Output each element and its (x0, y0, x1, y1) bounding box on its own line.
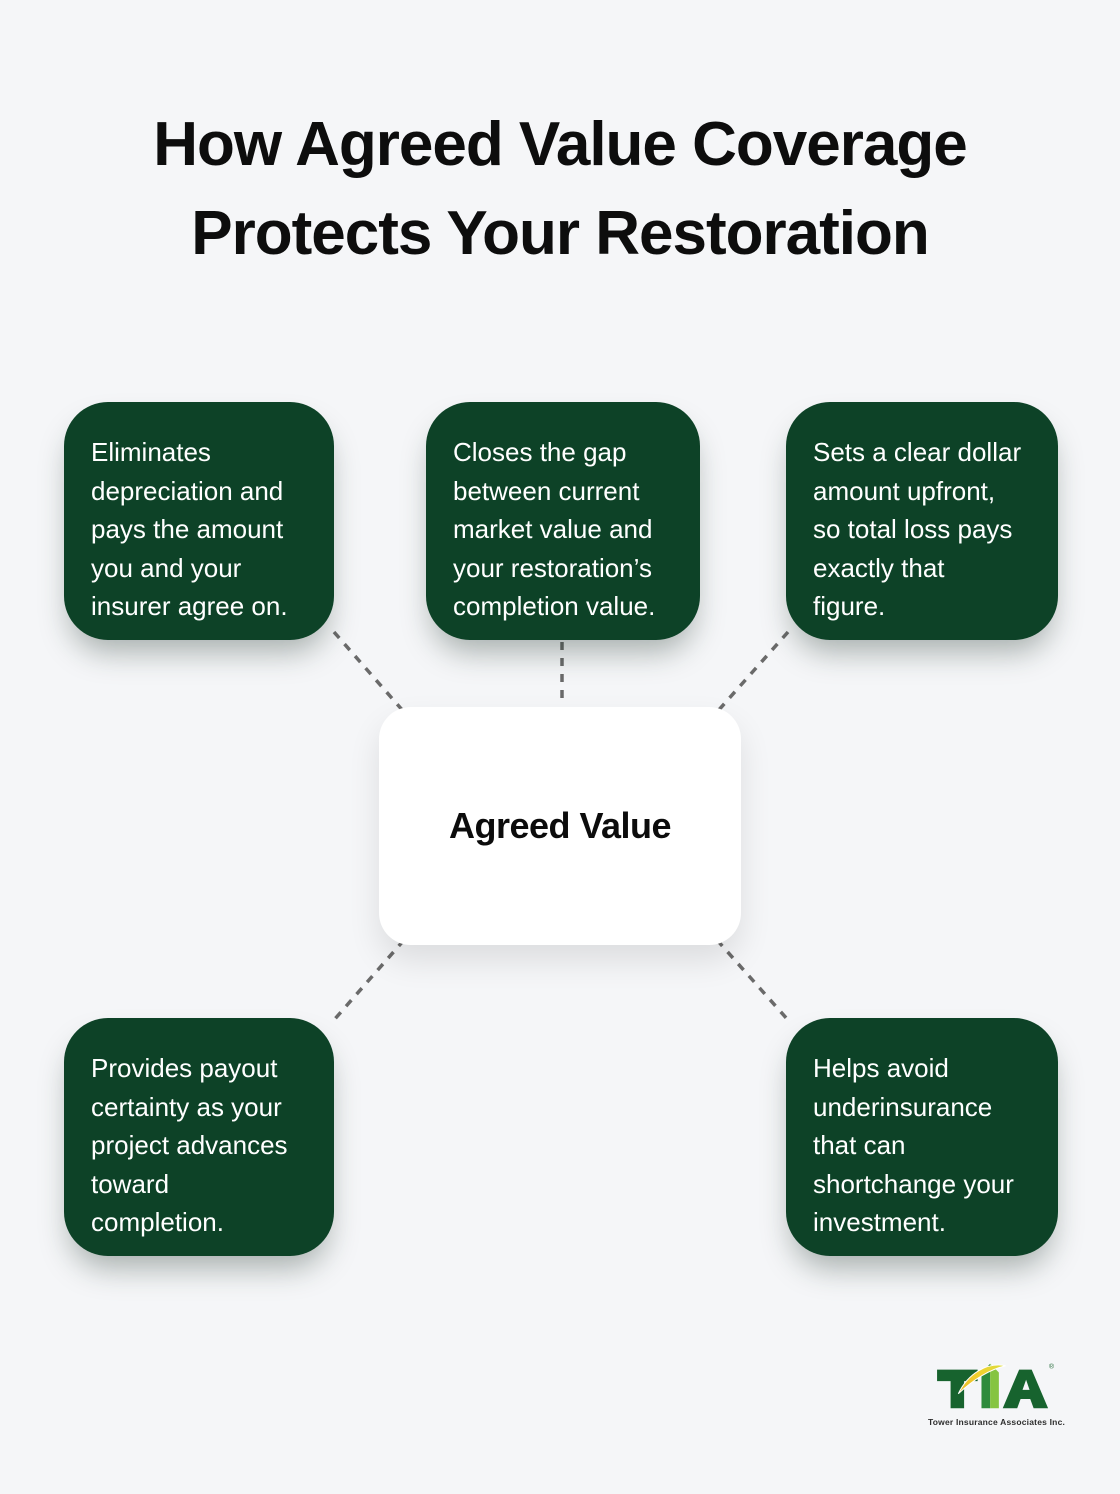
benefit-card-bottom-left: Provides payout certainty as your projec… (64, 1018, 334, 1256)
company-name: Tower Insurance Associates Inc. (928, 1417, 1066, 1427)
registered-mark: ® (1049, 1363, 1054, 1371)
connector-top-left (332, 630, 406, 714)
benefit-text-top-left: Eliminates depreciation and pays the amo… (91, 437, 288, 621)
benefit-text-bottom-left: Provides payout certainty as your projec… (91, 1053, 288, 1237)
benefit-card-bottom-right: Helps avoid underinsurance that can shor… (786, 1018, 1058, 1256)
page-title: How Agreed Value Coverage Protects Your … (0, 100, 1120, 278)
benefit-text-bottom-right: Helps avoid underinsurance that can shor… (813, 1053, 1014, 1237)
benefit-card-top-center: Closes the gap between current market va… (426, 402, 700, 640)
page-title-line-2: Protects Your Restoration (191, 199, 930, 268)
page-title-line-1: How Agreed Value Coverage (153, 110, 967, 179)
benefit-card-top-left: Eliminates depreciation and pays the amo… (64, 402, 334, 640)
center-node-agreed-value: Agreed Value (379, 707, 741, 945)
benefit-text-top-center: Closes the gap between current market va… (453, 437, 656, 621)
benefit-text-top-right: Sets a clear dollar amount upfront, so t… (813, 437, 1022, 621)
benefit-card-top-right: Sets a clear dollar amount upfront, so t… (786, 402, 1058, 640)
tia-logo-icon: ® (937, 1363, 1054, 1409)
center-node-label: Agreed Value (448, 805, 672, 846)
connector-bottom-right (715, 938, 790, 1022)
connector-bottom-left (332, 938, 406, 1022)
connector-top-right (715, 630, 790, 714)
company-logo: ® Tower Insurance Associates Inc. (928, 1358, 1066, 1427)
